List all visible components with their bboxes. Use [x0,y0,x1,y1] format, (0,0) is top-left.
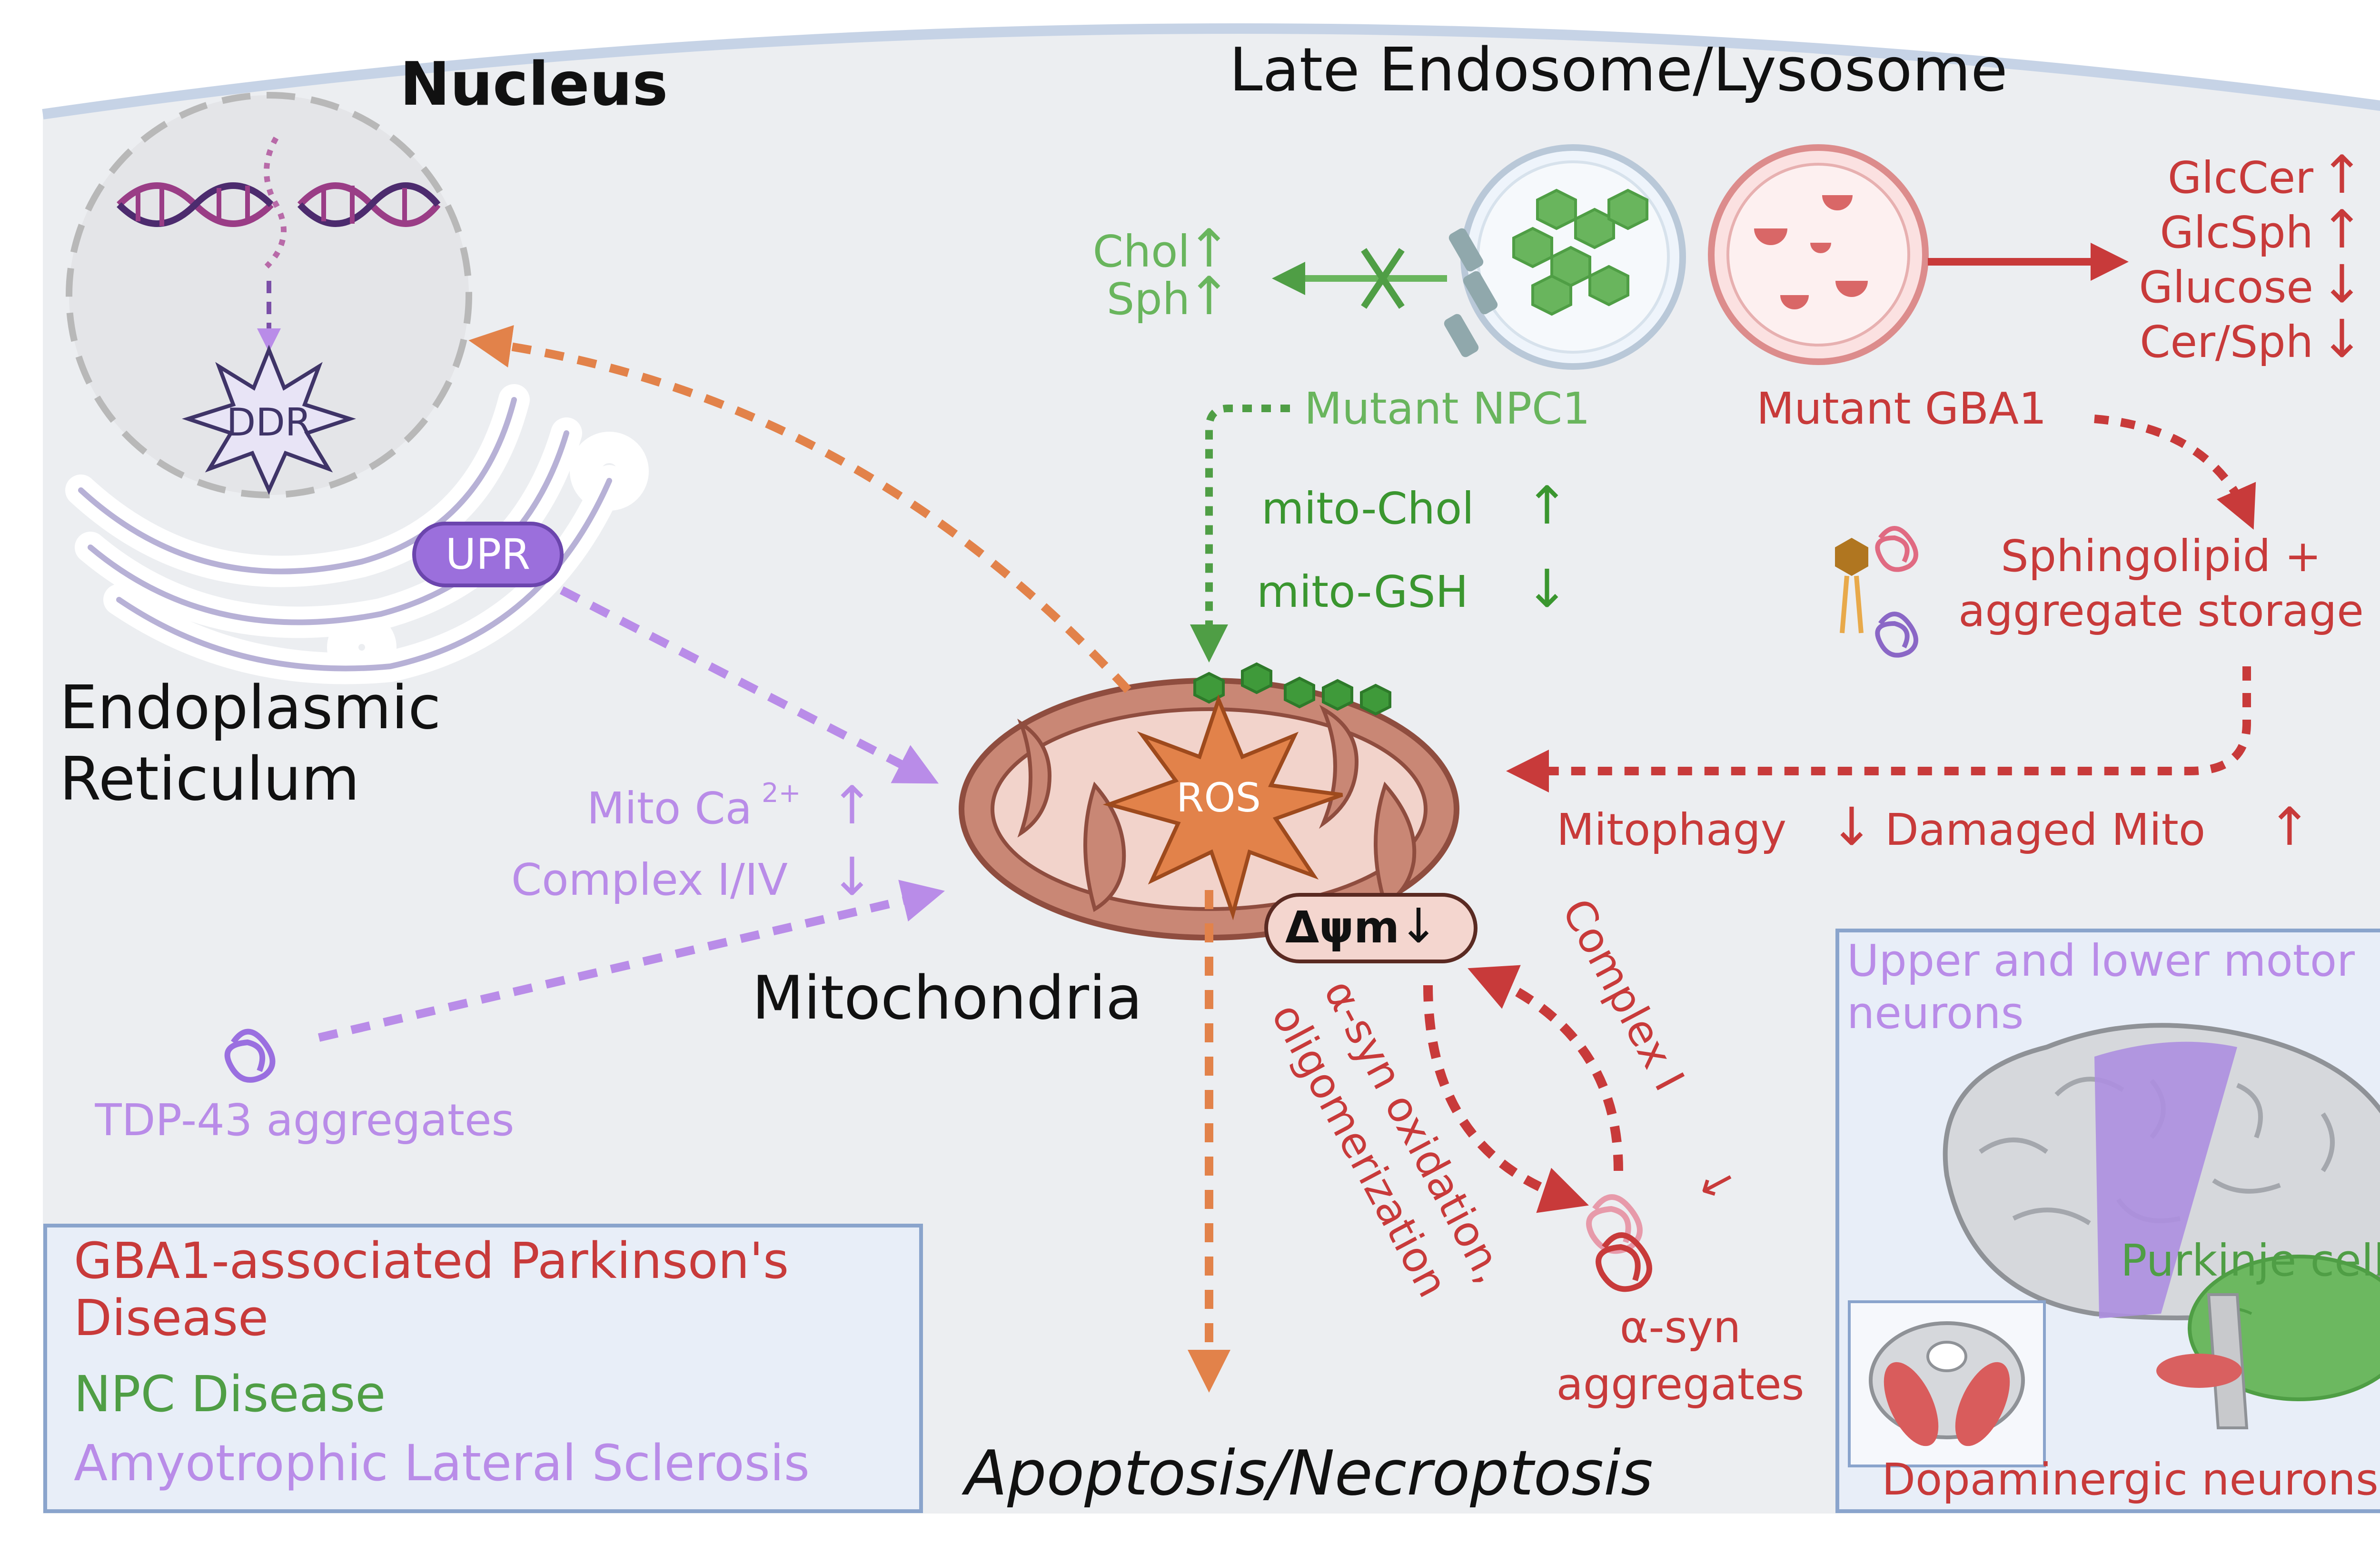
npc-sph-label: Sph [1107,274,1190,325]
gba1-damaged-mito-arrow: ↑ [2268,796,2311,857]
ros-burst [1102,694,1343,920]
gba1-storage-line2: aggregate storage [1958,585,2364,636]
npc-mito-gsh-label: mito-GSH [1257,566,1468,617]
mitochondria-title: Mitochondria [752,963,1142,1033]
gba1-to-storage-arrow [2094,415,2256,530]
npc-chol-arrow: ↑ [1187,218,1231,279]
gba1-storage-line1: Sphingolipid + [2001,531,2321,582]
asyn-to-mito-arrow [1468,965,1623,1171]
brain-panel: Upper and lower motor neurons Purkinje c… [1835,929,2380,1513]
lysosome-title: Late Endosome/Lysosome [1229,35,2007,105]
nucleus-envelope [66,92,472,498]
als-mito-ca-label: Mito Ca [587,783,752,834]
npc-sph-arrow: ↑ [1187,266,1231,327]
membrane-potential-label: Δψm [1285,902,1399,953]
asyn-aggregate-icon [1586,1194,1652,1292]
gba1-damaged-mito-label: Damaged Mito [1885,804,2205,855]
legend-npc: NPC Disease [74,1365,386,1423]
upr-to-mito-arrow [559,586,939,784]
gba1-glucose-arrow: ↓ [2320,254,2364,315]
ddr-burst [182,345,356,495]
nucleus-group: DDR Nucleus [66,49,668,498]
er-group: UPR Endoplasmic Reticulum [60,384,649,814]
gba1-asyn-agg-line1: α-syn [1620,1302,1741,1353]
ddr-label: DDR [227,400,312,445]
sphingolipid-icon [1835,538,1868,633]
nucleus-title: Nucleus [400,49,668,119]
brain-motor-line2: neurons [1847,988,2024,1039]
gba1-glcsph-arrow: ↑ [2320,199,2364,260]
brain-dopaminergic-label: Dopaminergic neurons [1882,1454,2379,1505]
npc-to-mito-arrow [1190,405,1290,663]
gba1-mitophagy-arrow: ↓ [1830,796,1874,857]
disease-legend: GBA1-associated Parkinson's Disease NPC … [43,1224,923,1513]
gba1-mitophagy-label: Mitophagy [1557,804,1786,855]
brain-motor-line1: Upper and lower motor [1847,935,2355,986]
gba1-lysosome [1708,144,1929,365]
ros-label: ROS [1176,774,1261,821]
mito-to-asyn-arrow [1423,985,1589,1213]
als-tdp43-label: TDP-43 aggregates [95,1095,515,1146]
gba1-glccer-arrow: ↑ [2320,144,2364,205]
brain-purkinje-label: Purkinje cells [2121,1235,2380,1286]
npc-lysosome [1444,144,1686,370]
mito-to-nucleus-arrow [468,325,1131,693]
gba1-cersph-arrow: ↓ [2320,308,2364,369]
aggregate-icon [1875,526,1918,658]
npc-chol-label: Chol [1093,226,1190,277]
als-mito-ca-arrow: ↑ [830,775,874,836]
legend-als: Amyotrophic Lateral Sclerosis [74,1434,810,1492]
npc-mito-chol-label: mito-Chol [1261,483,1474,534]
npc1-transporter-icon [1444,228,1498,357]
als-complex-arrow: ↓ [830,846,874,907]
npc-mito-gsh-arrow: ↓ [1525,558,1569,619]
export-block-x-icon [1361,248,1405,309]
npc-mutant-label: Mutant NPC1 [1304,383,1590,434]
gba1-glucose-label: Glucose [2139,262,2313,313]
gba1-asyn-agg-line2: aggregates [1557,1359,1805,1410]
midbrain-inset [1848,1300,2046,1467]
membrane-potential-pill [1264,893,1478,963]
membrane-potential-arrow: ↓ [1398,898,1438,954]
gba1-mutant-label: Mutant GBA1 [1756,383,2047,434]
cell-membrane [42,23,2380,119]
brain-illustration [1943,1023,2380,1429]
er-title-line1: Endoplasmic [60,673,441,742]
cholesterol-crystals [1512,188,1648,316]
upr-label: UPR [446,530,531,579]
outcome-label: Apoptosis/Necroptosis [962,1437,1653,1509]
gba1-cersph-label: Cer/Sph [2140,317,2313,367]
tdp43-aggregate-icon [224,1029,276,1083]
er-title-line2: Reticulum [60,744,360,814]
dna-icon [117,137,441,269]
tdp43-to-mito-arrow [317,880,945,1042]
gba1-glcsph-label: GlcSph [2160,207,2313,258]
als-complex-label: Complex I/IV [511,854,788,905]
npc-mito-chol-arrow: ↑ [1525,475,1569,536]
mito-cholesterol-icon [1193,662,1391,716]
legend-gba1-line2: Disease [74,1289,268,1347]
gba1-glccer-label: GlcCer [2168,152,2313,203]
storage-to-mito-arrow [1506,666,2251,792]
upr-pill [412,522,564,587]
legend-gba1-line1: GBA1-associated Parkinson's [74,1232,789,1290]
als-mito-ca-superscript: 2+ [762,778,801,809]
